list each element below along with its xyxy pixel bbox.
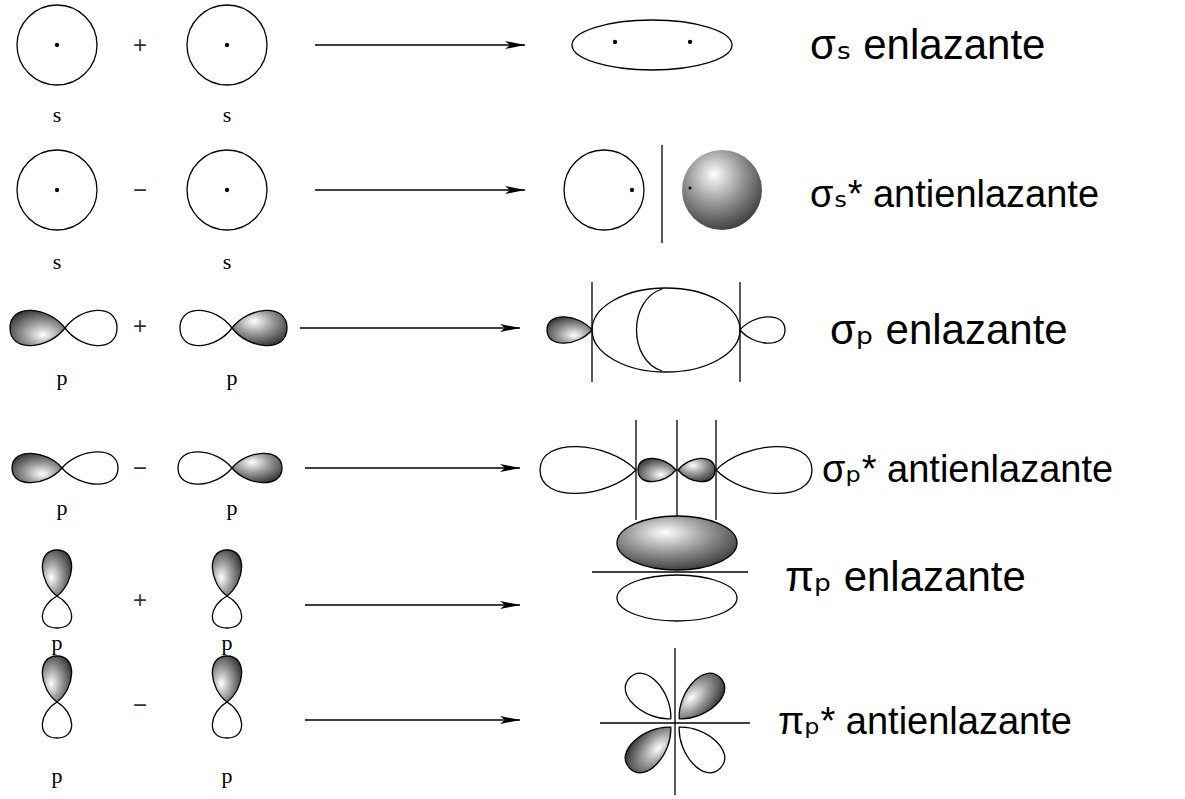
s-orbital — [17, 5, 267, 85]
atomic-orbital-label: s — [223, 102, 232, 127]
operator-sign: − — [133, 691, 147, 719]
molecular-orbital-name: πₚ enlazante — [785, 553, 1026, 601]
reaction-arrow — [300, 327, 520, 328]
operator-sign: + — [133, 312, 147, 340]
sigma-p-antibonding — [540, 420, 812, 520]
s-orbital — [17, 150, 267, 230]
operator-sign: + — [133, 586, 147, 614]
p-orbital — [42, 656, 241, 738]
molecular-orbital-name: σₛ* antienlazante — [810, 173, 1099, 217]
operator-sign: + — [133, 31, 147, 59]
sigma-s-antibonding — [564, 145, 762, 243]
atomic-orbital-label: p — [227, 495, 238, 520]
atomic-orbital-label: s — [53, 102, 62, 127]
operator-sign: − — [133, 454, 147, 482]
p-orbital — [12, 452, 282, 484]
atomic-orbital-label: p — [57, 365, 68, 390]
atomic-orbital-label: p — [222, 763, 233, 788]
reaction-arrow — [305, 719, 520, 720]
molecular-orbital-name: πₚ* antienlazante — [778, 700, 1072, 744]
operator-sign: − — [133, 176, 147, 204]
reaction-arrow — [315, 44, 525, 45]
atomic-orbital-label: p — [52, 630, 63, 655]
molecular-orbital-name: σₛ enlazante — [810, 21, 1045, 69]
atomic-orbital-label: p — [57, 495, 68, 520]
p-orbital — [10, 310, 287, 345]
atomic-orbital-label: p — [227, 365, 238, 390]
pi-p-bonding — [592, 516, 748, 621]
p-orbital — [42, 550, 241, 628]
molecular-orbital-name: σₚ* antienlazante — [822, 448, 1113, 492]
atomic-orbital-label: s — [53, 249, 62, 274]
atomic-orbital-label: p — [222, 630, 233, 655]
reaction-arrow — [315, 189, 525, 190]
molecular-orbital-name: σₚ enlazante — [830, 306, 1068, 354]
sigma-s-bonding — [572, 20, 732, 70]
pi-p-antibonding — [600, 648, 750, 795]
atomic-orbital-label: s — [223, 249, 232, 274]
atomic-orbital-label: p — [52, 763, 63, 788]
reaction-arrow — [305, 604, 520, 605]
reaction-arrow — [305, 467, 520, 468]
sigma-p-bonding — [547, 282, 785, 382]
